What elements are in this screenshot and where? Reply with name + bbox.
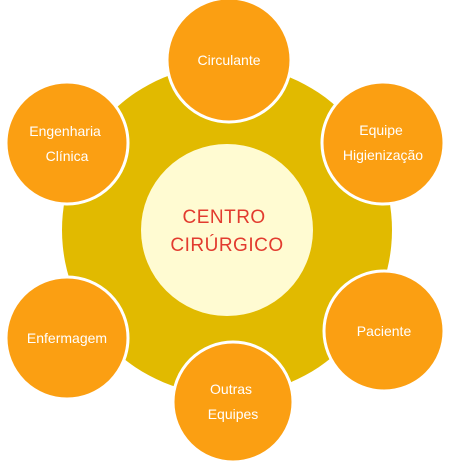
node-paciente-circle — [322, 269, 446, 393]
node-equipe-higienizacao: Equipe Higienização — [320, 80, 446, 206]
node-equipe-higienizacao-label: Equipe Higienização — [343, 122, 423, 163]
node-engenharia-clinica-circle — [4, 80, 130, 206]
center-circle — [141, 144, 313, 316]
node-circulante: Circulante — [165, 0, 293, 124]
node-circulante-label: Circulante — [197, 52, 260, 68]
node-outras-equipes-circle — [171, 340, 295, 463]
node-engenharia-clinica: Engenharia Clínica — [4, 80, 130, 206]
node-engenharia-clinica-label: Engenharia Clínica — [29, 123, 105, 164]
node-enfermagem-label: Enfermagem — [27, 330, 107, 346]
center-label: CENTRO CIRÚRGICO — [170, 207, 283, 256]
node-paciente: Paciente — [322, 269, 446, 393]
center-label-line-2: CIRÚRGICO — [170, 234, 283, 256]
node-outras-equipes: Outras Equipes — [171, 340, 295, 463]
center-label-line-1: CENTRO — [182, 207, 265, 228]
node-paciente-label: Paciente — [357, 323, 412, 339]
node-enfermagem: Enfermagem — [4, 275, 130, 401]
node-circulante-circle — [165, 0, 293, 124]
node-enfermagem-circle — [4, 275, 130, 401]
node-outras-equipes-label: Outras Equipes — [208, 381, 259, 422]
node-equipe-higienizacao-circle — [320, 80, 446, 206]
